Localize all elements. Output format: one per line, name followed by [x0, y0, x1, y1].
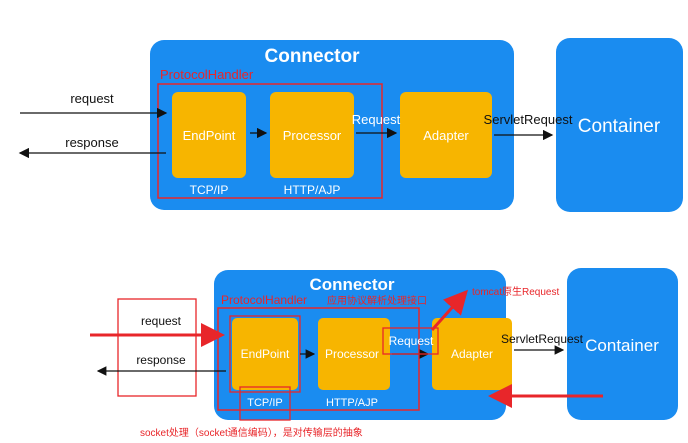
adapter-label-2: Adapter [451, 347, 493, 361]
client-highlight [117, 298, 197, 397]
protocol-handler-label-2: ProtocolHandler [221, 293, 307, 307]
adapter-label: Adapter [423, 128, 469, 143]
request-object-label: Request [352, 112, 401, 127]
endpoint-label-2: EndPoint [241, 347, 290, 361]
protocol-handler-frame [157, 83, 383, 199]
protocol-handler-frame-2 [217, 307, 420, 411]
request-object-label-2: Request [389, 334, 434, 348]
servlet-request-label-2: ServletRequest [501, 332, 584, 346]
adapter-box-2 [432, 318, 512, 390]
connector-title: Connector [265, 46, 361, 67]
processor-box [270, 92, 354, 178]
top-diagram: Connector Container ProtocolHandler EndP… [18, 38, 683, 212]
adapter-box [400, 92, 492, 178]
servlet-request-label: ServletRequest [484, 112, 573, 127]
bottom-diagram: Connector Container ProtocolHandler 应用协议… [90, 268, 678, 439]
response-label: response [65, 135, 118, 150]
tcp-label-2: TCP/IP [247, 397, 282, 409]
container-box [556, 38, 683, 212]
socket-note: socket处理（socket通信编码），是对传输层的抽象 [140, 426, 363, 439]
endpoint-box [172, 92, 246, 178]
request-label: request [70, 91, 114, 106]
request-highlight [382, 327, 439, 355]
endpoint-box-2 [232, 318, 298, 390]
response-label-2: response [136, 353, 186, 367]
container-label-2: Container [585, 336, 659, 355]
request-label-2: request [141, 314, 182, 328]
tcp-highlight [239, 386, 291, 421]
container-box-2 [567, 268, 678, 420]
http-label-2: HTTP/AJP [326, 397, 378, 409]
container-label: Container [578, 116, 661, 137]
tcp-label: TCP/IP [190, 183, 229, 197]
processor-label: Processor [283, 128, 342, 143]
http-label: HTTP/AJP [284, 183, 341, 197]
protocol-handler-label: ProtocolHandler [160, 67, 254, 82]
endpoint-label: EndPoint [183, 128, 236, 143]
tomcat-note: tomcat原生Request [472, 285, 559, 298]
processor-label-2: Processor [325, 347, 379, 361]
connector-title-2: Connector [310, 275, 395, 294]
tomcat-note-arrow [430, 289, 469, 332]
protocol-note: 应用协议解析处理接口 [327, 294, 427, 307]
processor-box-2 [318, 318, 390, 390]
